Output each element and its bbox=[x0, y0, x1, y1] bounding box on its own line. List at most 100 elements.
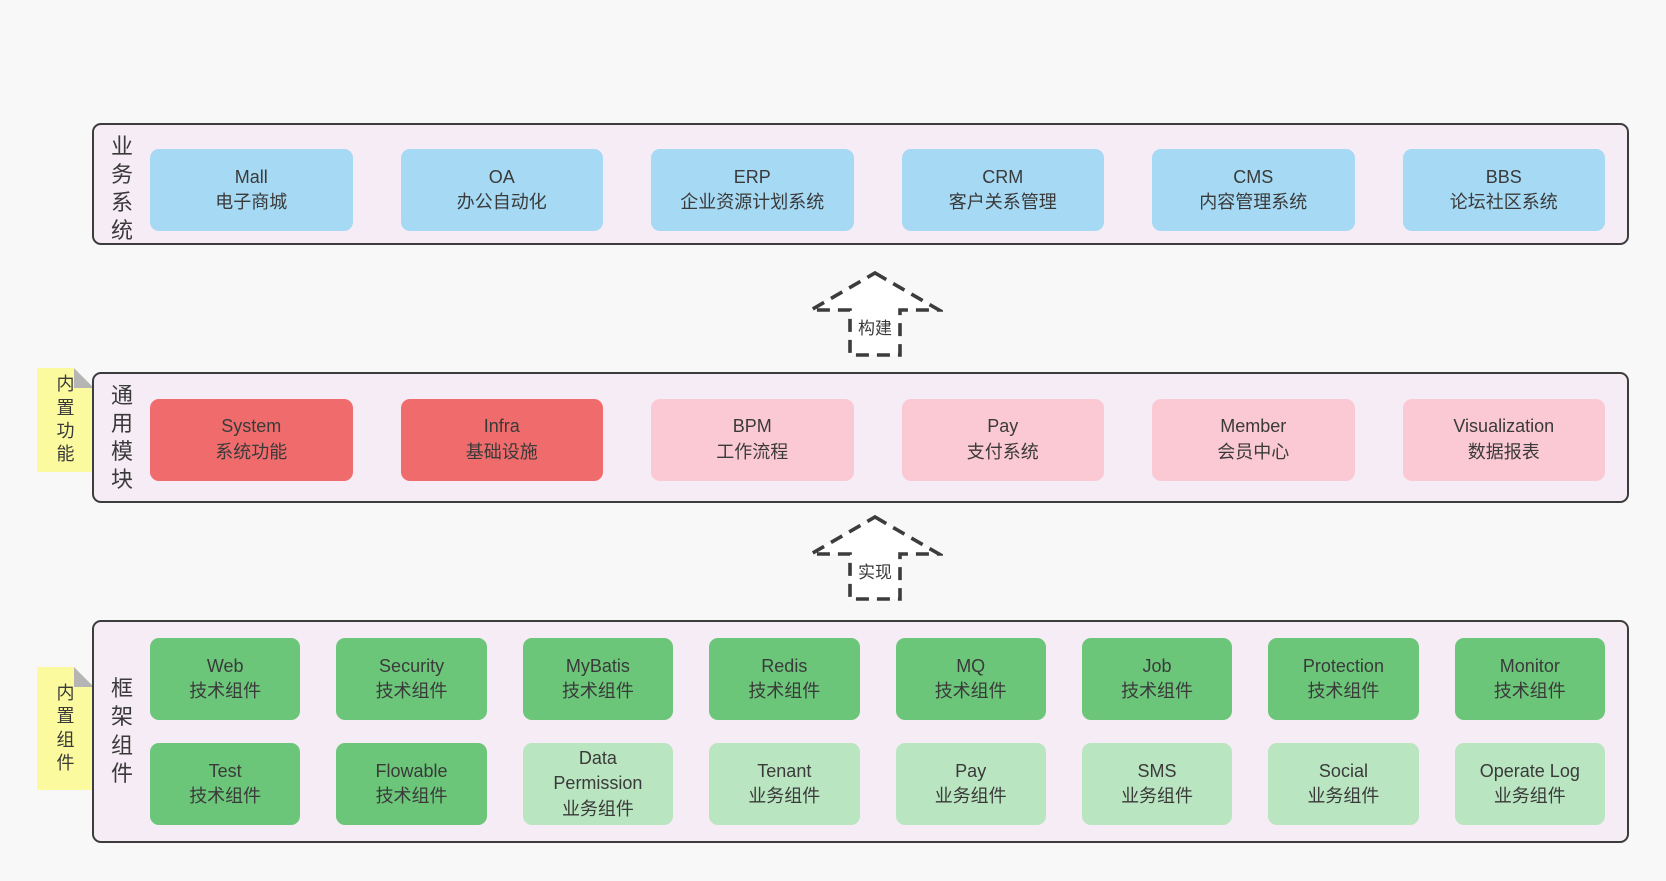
box-mq: MQ 技术组件 bbox=[895, 638, 1046, 720]
sticky-components-label: 内置组件 bbox=[56, 682, 75, 773]
box-desc: 技术组件 bbox=[375, 786, 448, 806]
box-visualization: Visualization 数据报表 bbox=[1402, 398, 1605, 481]
box-desc: 技术组件 bbox=[1493, 681, 1566, 701]
box-data-permission: Data Permission 业务组件 bbox=[522, 743, 674, 825]
box-sms: SMS 业务组件 bbox=[1081, 743, 1233, 825]
layer-label-column: 业务系统 bbox=[94, 125, 150, 243]
layer-label-column: 框架组件 bbox=[94, 622, 150, 841]
box-desc: 论坛社区系统 bbox=[1449, 192, 1558, 212]
box-desc: 客户关系管理 bbox=[948, 192, 1057, 212]
box-desc: 办公自动化 bbox=[456, 192, 547, 212]
box-desc: 技术组件 bbox=[748, 681, 821, 701]
layer-common-modules: 通用模块 System 系统功能 Infra 基础设施 BPM 工作流程 Pay… bbox=[92, 372, 1629, 503]
box-name: Pay bbox=[987, 416, 1019, 437]
box-monitor: Monitor 技术组件 bbox=[1454, 638, 1605, 720]
box-oa: OA 办公自动化 bbox=[400, 149, 603, 231]
box-name: BBS bbox=[1485, 166, 1522, 187]
box-desc: 技术组件 bbox=[1307, 681, 1380, 701]
box-desc: 基础设施 bbox=[465, 441, 538, 462]
layer-framework-label: 框架组件 bbox=[110, 676, 133, 786]
box-name: MyBatis bbox=[565, 655, 630, 676]
box-name: Social bbox=[1318, 760, 1368, 781]
box-desc: 业务组件 bbox=[561, 798, 634, 819]
box-flowable: Flowable 技术组件 bbox=[336, 743, 487, 825]
framework-row-1: Web 技术组件 Security 技术组件 MyBatis 技术组件 Redi… bbox=[150, 638, 1605, 720]
box-mall: Mall 电子商城 bbox=[150, 149, 353, 231]
box-security: Security 技术组件 bbox=[336, 638, 487, 720]
box-tenant: Tenant 业务组件 bbox=[709, 743, 860, 825]
box-desc: 技术组件 bbox=[189, 681, 262, 701]
box-desc: 数据报表 bbox=[1467, 441, 1540, 462]
box-pay: Pay 支付系统 bbox=[901, 398, 1104, 481]
box-name: CRM bbox=[982, 166, 1024, 187]
box-name: MQ bbox=[956, 655, 986, 676]
box-desc: 内容管理系统 bbox=[1199, 192, 1308, 212]
box-operate-log: Operate Log 业务组件 bbox=[1454, 743, 1605, 825]
box-desc: 业务组件 bbox=[748, 786, 821, 806]
arrow-build: 构建 bbox=[807, 270, 943, 358]
box-name: Redis bbox=[761, 655, 808, 676]
box-job: Job 技术组件 bbox=[1081, 638, 1233, 720]
box-name: Member bbox=[1220, 416, 1287, 437]
box-desc: 业务组件 bbox=[934, 786, 1007, 806]
box-pay-business: Pay 业务组件 bbox=[895, 743, 1046, 825]
box-name: Test bbox=[208, 760, 242, 781]
box-name: Pay bbox=[955, 760, 987, 781]
box-name: Flowable bbox=[375, 760, 448, 781]
box-social: Social 业务组件 bbox=[1268, 743, 1419, 825]
box-desc: 企业资源计划系统 bbox=[680, 192, 825, 212]
box-name: Mall bbox=[234, 166, 268, 187]
box-protection: Protection 技术组件 bbox=[1268, 638, 1419, 720]
box-erp: ERP 企业资源计划系统 bbox=[651, 149, 854, 231]
box-desc: 技术组件 bbox=[1121, 681, 1194, 701]
box-cms: CMS 内容管理系统 bbox=[1152, 149, 1355, 231]
layer-modules-label: 通用模块 bbox=[110, 383, 133, 493]
box-desc: 技术组件 bbox=[561, 681, 634, 701]
box-desc: 支付系统 bbox=[966, 441, 1039, 462]
layer-business-label: 业务系统 bbox=[110, 134, 133, 244]
box-name: BPM bbox=[732, 416, 772, 437]
box-mybatis: MyBatis 技术组件 bbox=[522, 638, 674, 720]
box-name: System bbox=[221, 416, 282, 437]
box-name: Data Permission bbox=[553, 748, 643, 794]
box-bpm: BPM 工作流程 bbox=[651, 398, 854, 481]
layer-label-column: 通用模块 bbox=[94, 374, 150, 501]
box-desc: 业务组件 bbox=[1493, 786, 1566, 806]
box-name: ERP bbox=[733, 166, 771, 187]
box-desc: 会员中心 bbox=[1217, 441, 1290, 462]
box-desc: 技术组件 bbox=[934, 681, 1007, 701]
sticky-note-builtin-features: 内置功能 bbox=[37, 368, 94, 472]
sticky-features-label: 内置功能 bbox=[56, 374, 75, 465]
arrow-build-label: 构建 bbox=[855, 314, 895, 339]
box-test: Test 技术组件 bbox=[150, 743, 301, 825]
arrow-implement: 实现 bbox=[807, 514, 943, 602]
box-desc: 技术组件 bbox=[189, 786, 262, 806]
box-name: CMS bbox=[1233, 166, 1274, 187]
business-boxes-row: Mall 电子商城 OA 办公自动化 ERP 企业资源计划系统 CRM 客户关系… bbox=[150, 125, 1627, 243]
box-bbs: BBS 论坛社区系统 bbox=[1402, 149, 1605, 231]
folded-corner-icon bbox=[74, 368, 94, 388]
folded-corner-icon bbox=[74, 667, 94, 687]
box-name: Security bbox=[379, 655, 445, 676]
arrow-implement-label: 实现 bbox=[855, 558, 895, 583]
box-desc: 工作流程 bbox=[716, 441, 789, 462]
box-desc: 系统功能 bbox=[215, 441, 288, 462]
box-name: SMS bbox=[1137, 760, 1177, 781]
box-name: Web bbox=[206, 655, 244, 676]
box-name: OA bbox=[488, 166, 515, 187]
box-web: Web 技术组件 bbox=[150, 638, 301, 720]
box-name: Visualization bbox=[1453, 416, 1555, 437]
layer-business-systems: 业务系统 Mall 电子商城 OA 办公自动化 ERP 企业资源计划系统 CRM… bbox=[92, 123, 1629, 245]
framework-row-2: Test 技术组件 Flowable 技术组件 Data Permission … bbox=[150, 743, 1605, 825]
framework-boxes-grid: Web 技术组件 Security 技术组件 MyBatis 技术组件 Redi… bbox=[150, 622, 1627, 841]
box-member: Member 会员中心 bbox=[1152, 398, 1355, 481]
box-desc: 电子商城 bbox=[215, 192, 288, 212]
box-name: Tenant bbox=[757, 760, 812, 781]
box-crm: CRM 客户关系管理 bbox=[901, 149, 1104, 231]
sticky-note-builtin-components: 内置组件 bbox=[37, 667, 94, 790]
box-redis: Redis 技术组件 bbox=[709, 638, 860, 720]
box-desc: 业务组件 bbox=[1121, 786, 1194, 806]
box-system: System 系统功能 bbox=[150, 398, 353, 481]
box-name: Operate Log bbox=[1479, 760, 1580, 781]
